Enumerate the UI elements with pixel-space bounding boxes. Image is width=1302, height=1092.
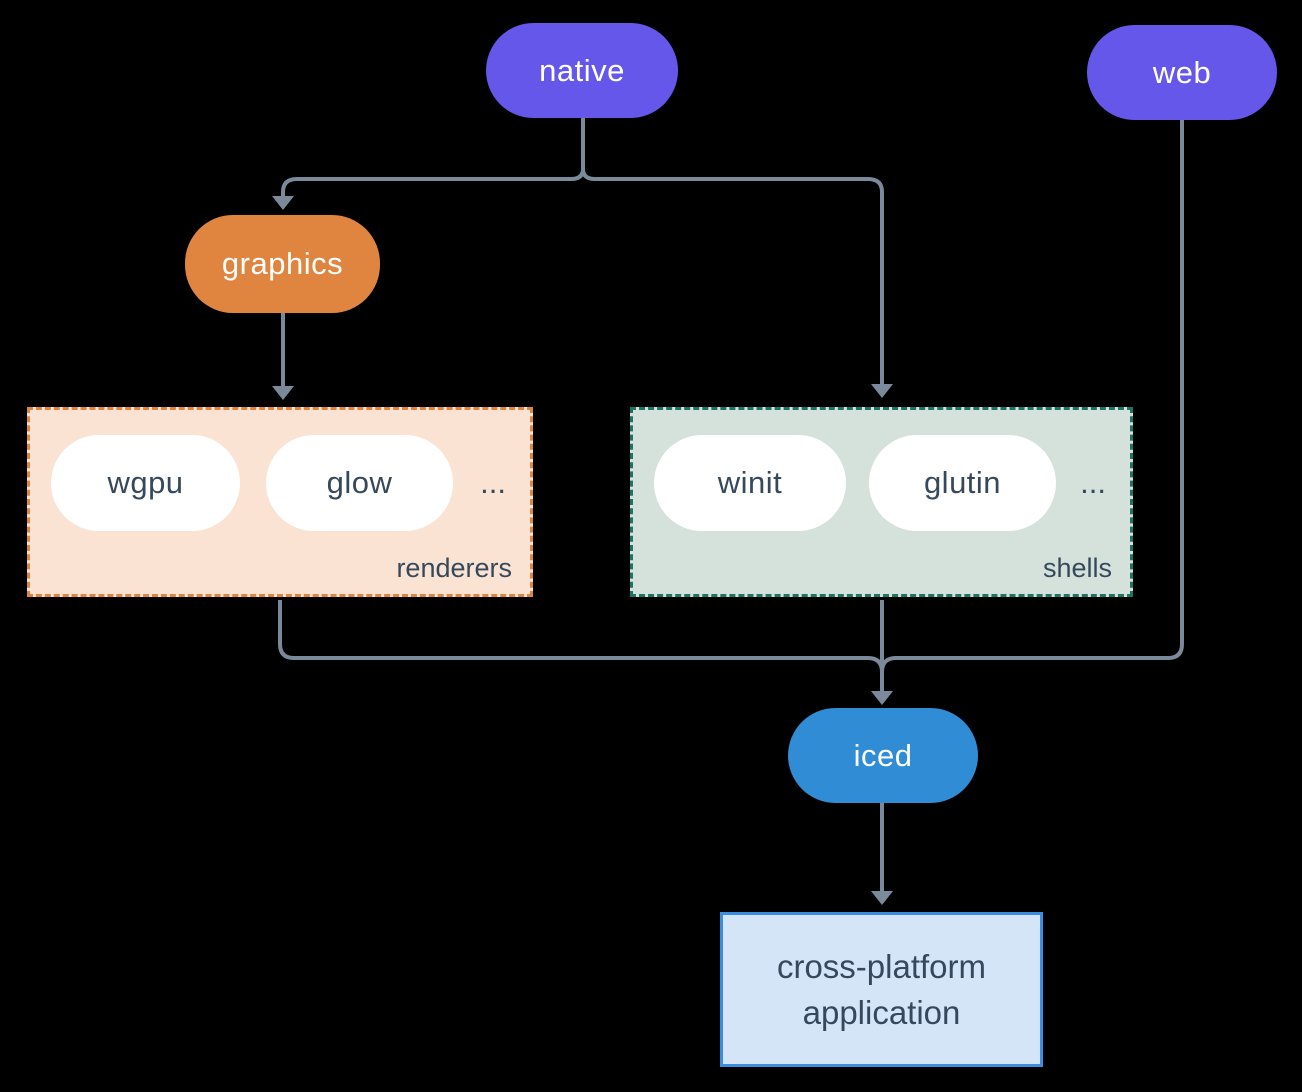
arrowhead-renderers: [272, 386, 294, 400]
glutin-node: glutin: [869, 435, 1056, 531]
arrowhead-application: [871, 891, 893, 905]
shells-ellipsis: ...: [1080, 465, 1106, 500]
wgpu-node: wgpu: [51, 435, 240, 531]
native-node: native: [486, 23, 678, 118]
renderers-ellipsis: ...: [480, 465, 506, 500]
renderers-label: renderers: [396, 553, 512, 583]
shells-group: winit glutin ... shells: [630, 407, 1133, 597]
renderers-group: wgpu glow ... renderers: [27, 407, 533, 597]
graphics-node: graphics: [185, 215, 380, 313]
application-label-line2: application: [802, 993, 961, 1031]
web-node: web: [1087, 25, 1277, 120]
shells-label: shells: [1042, 553, 1112, 583]
edge-renderers-to-iced: [278, 600, 884, 673]
arrowhead-iced: [871, 691, 893, 705]
edge-native-to-shells: [581, 168, 884, 385]
iced-node: iced: [788, 708, 978, 803]
arrowhead-shells: [871, 384, 893, 398]
arrowhead-graphics: [272, 196, 294, 210]
edge-native-to-graphics: [281, 168, 585, 197]
application-label-line1: cross-platform: [776, 947, 987, 985]
winit-node: winit: [654, 435, 846, 531]
glow-node: glow: [266, 435, 453, 531]
application-node: cross-platform application: [720, 912, 1043, 1067]
